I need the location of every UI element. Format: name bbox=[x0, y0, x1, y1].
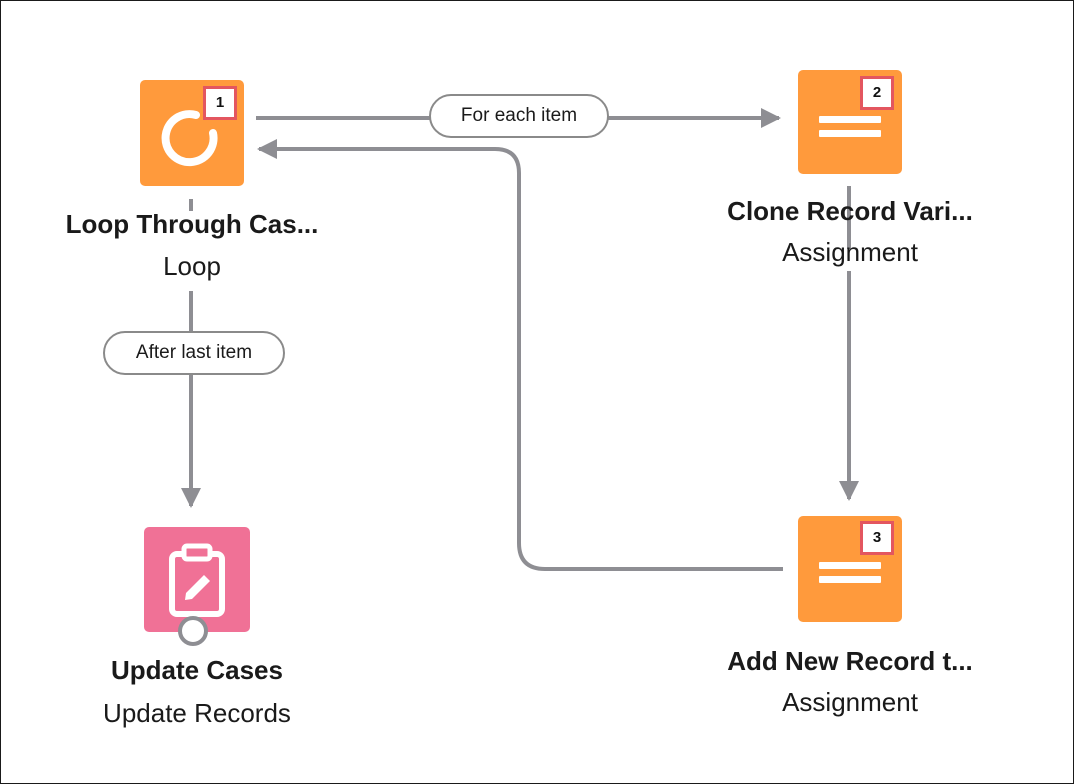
update-cases-node-title: Update Cases bbox=[111, 655, 283, 685]
loop-node-type: Loop bbox=[163, 251, 221, 281]
clone-record-node[interactable]: 2 bbox=[798, 70, 902, 174]
add-new-record-node-type: Assignment bbox=[782, 687, 918, 717]
node-number-badge: 1 bbox=[203, 86, 237, 120]
for-each-item-label[interactable]: For each item bbox=[429, 94, 609, 138]
clone-record-node-type: Assignment bbox=[782, 237, 918, 267]
connector-loop-back[interactable] bbox=[257, 139, 783, 571]
assignment-icon bbox=[819, 562, 881, 583]
assignment-icon bbox=[819, 116, 881, 137]
update-cases-node[interactable] bbox=[144, 527, 250, 632]
node-number-badge: 2 bbox=[860, 76, 894, 110]
clone-record-node-title: Clone Record Vari... bbox=[727, 196, 973, 226]
add-new-record-node-title: Add New Record t... bbox=[727, 646, 973, 676]
loop-node[interactable]: 1 bbox=[140, 80, 244, 186]
update-records-icon bbox=[169, 543, 225, 617]
node-number-badge: 3 bbox=[860, 521, 894, 555]
add-new-record-node[interactable]: 3 bbox=[798, 516, 902, 622]
update-cases-node-type: Update Records bbox=[103, 698, 291, 728]
end-connector-circle[interactable] bbox=[178, 616, 208, 646]
after-last-item-label[interactable]: After last item bbox=[103, 331, 285, 375]
loop-node-title: Loop Through Cas... bbox=[65, 209, 319, 239]
loop-icon bbox=[161, 110, 218, 167]
